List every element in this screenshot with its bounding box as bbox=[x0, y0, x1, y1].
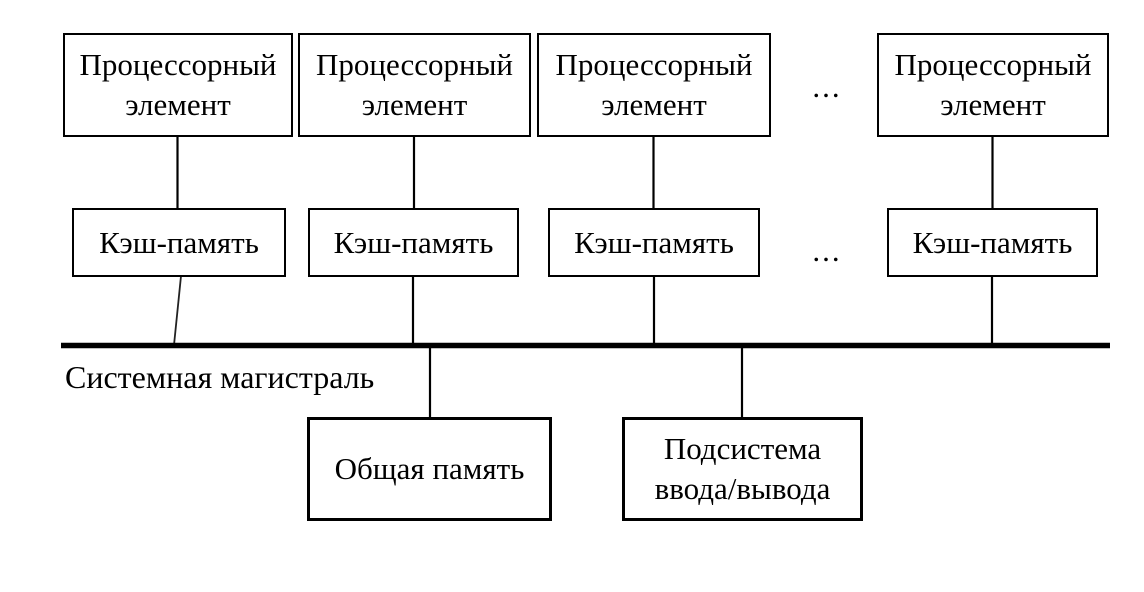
cache-memory-label-4: Кэш-память bbox=[912, 224, 1073, 260]
io-subsystem-box: Подсистема ввода/вывода bbox=[622, 417, 863, 521]
processor-element-label-3: Процессорный элемент bbox=[555, 47, 753, 122]
cache-memory-label-3: Кэш-память bbox=[574, 224, 734, 260]
processor-element-label-4: Процессорный элемент bbox=[894, 47, 1092, 122]
cache-memory-box-2: Кэш-память bbox=[308, 208, 519, 277]
cache-memory-box-3: Кэш-память bbox=[548, 208, 760, 277]
cache-memory-label-2: Кэш-память bbox=[333, 224, 494, 260]
processor-element-box-3: Процессорный элемент bbox=[537, 33, 771, 137]
system-bus-label: Системная магистраль bbox=[65, 359, 375, 395]
processor-element-label-1: Процессорный элемент bbox=[79, 47, 277, 122]
processor-element-box-1: Процессорный элемент bbox=[63, 33, 293, 137]
shared-memory-label: Общая память bbox=[334, 451, 525, 486]
ellipsis-processors: ... bbox=[812, 69, 842, 104]
io-subsystem-label: Подсистема ввода/вывода bbox=[654, 431, 831, 506]
processor-element-box-2: Процессорный элемент bbox=[298, 33, 531, 137]
cache-memory-label-1: Кэш-память bbox=[99, 224, 259, 260]
processor-element-box-4: Процессорный элемент bbox=[877, 33, 1109, 137]
ellipsis-caches: ... bbox=[812, 233, 842, 268]
shared-memory-box: Общая память bbox=[307, 417, 552, 521]
cache1-bus-connector-line bbox=[173, 275, 182, 346]
cache-memory-box-1: Кэш-память bbox=[72, 208, 286, 277]
processor-element-label-2: Процессорный элемент bbox=[315, 47, 514, 122]
cache-memory-box-4: Кэш-память bbox=[887, 208, 1098, 277]
